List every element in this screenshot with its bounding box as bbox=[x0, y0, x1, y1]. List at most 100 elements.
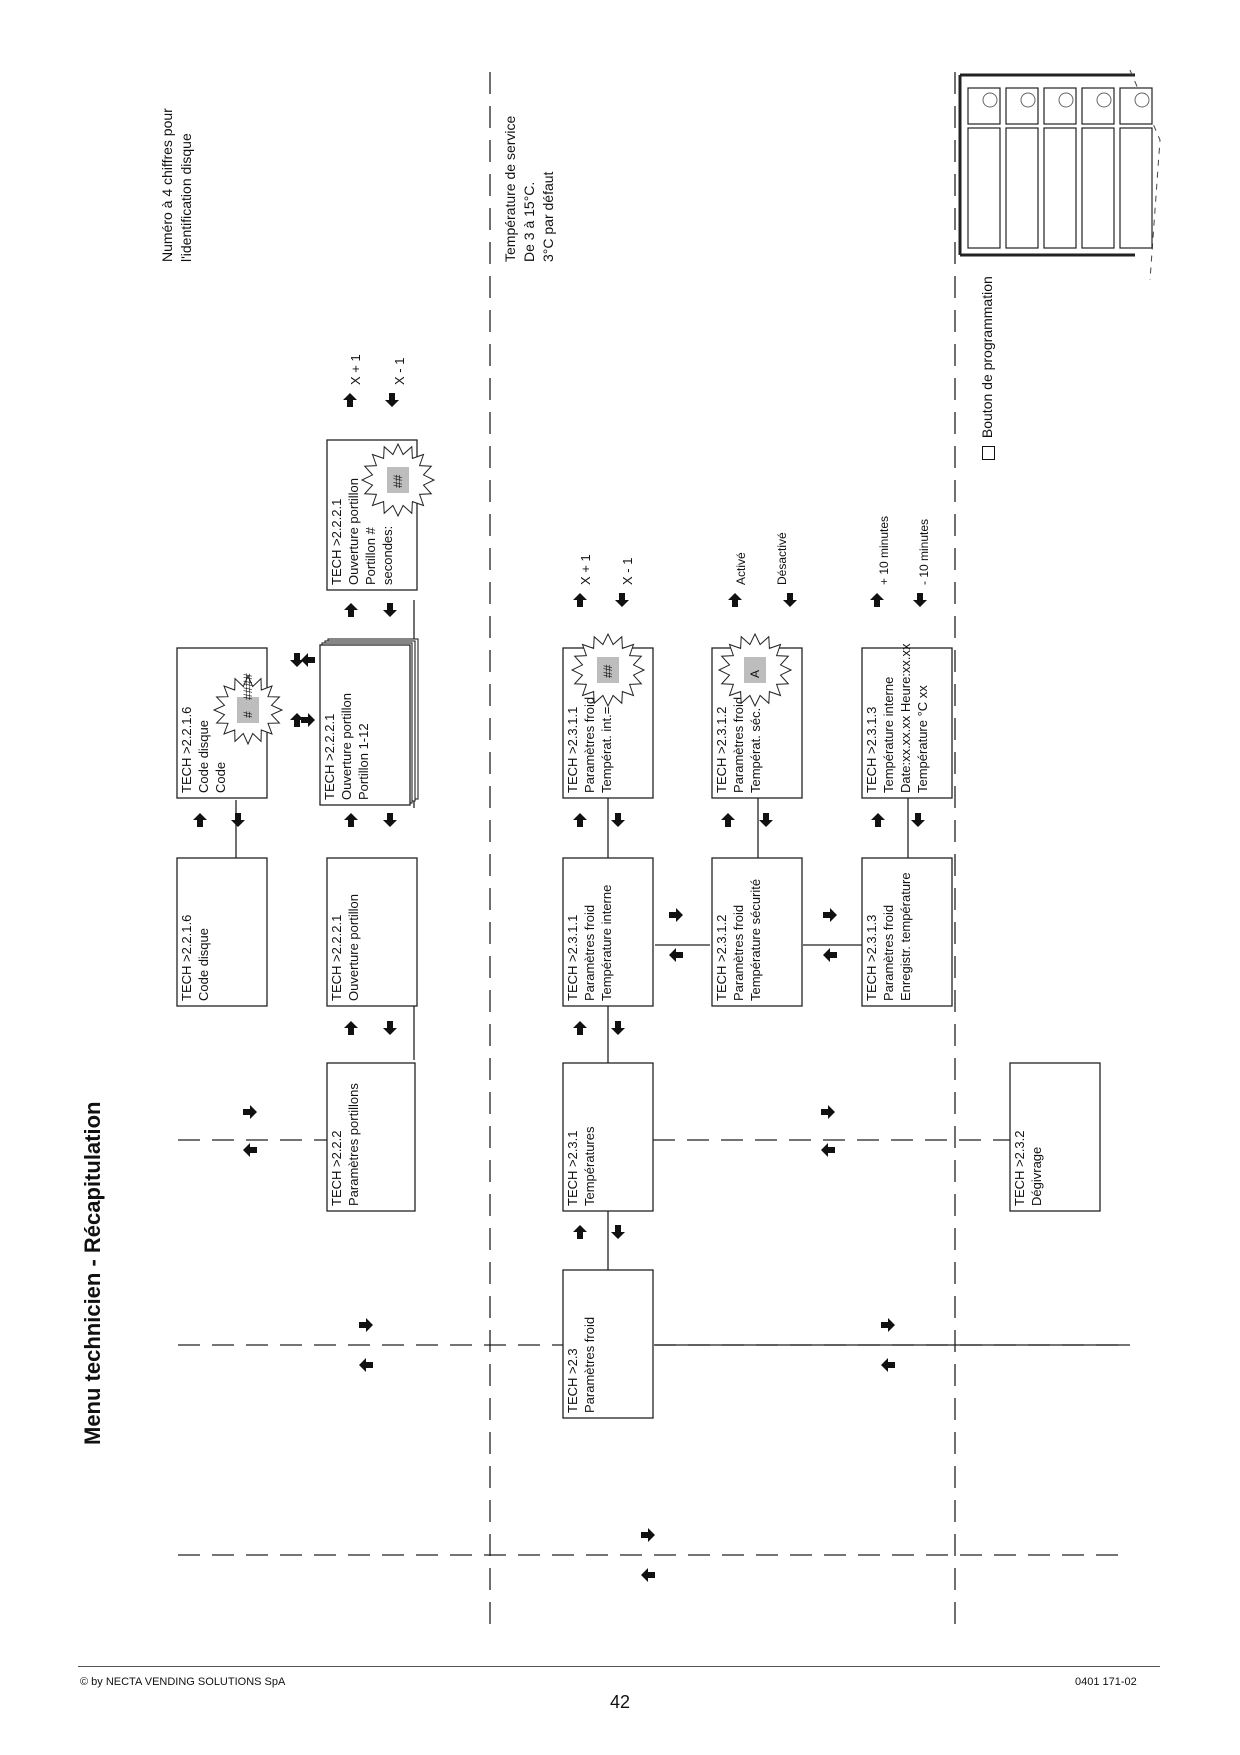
menu-box-line: Paramètres froid bbox=[731, 697, 746, 793]
arrow-down-icon bbox=[611, 1021, 625, 1035]
menu-box-line: TECH >2.3 bbox=[565, 1348, 580, 1413]
arrow-up-icon bbox=[573, 1225, 587, 1239]
arrow-shape bbox=[641, 1528, 655, 1542]
arrow-shape bbox=[383, 813, 397, 827]
menu-box-line: Paramètres froid bbox=[881, 905, 896, 1001]
label-minus-one: X - 1 bbox=[620, 558, 635, 585]
arrow-shape bbox=[669, 908, 683, 922]
arrow-up-icon bbox=[573, 813, 587, 827]
arrow-down-icon bbox=[385, 393, 399, 407]
arrow-up-icon bbox=[721, 813, 735, 827]
seconds-burst: ## bbox=[360, 442, 436, 518]
arrow-shape bbox=[344, 813, 358, 827]
arrow-shape bbox=[669, 948, 683, 962]
menu-box-line: TECH >2.2.2.1 bbox=[329, 915, 344, 1001]
arrow-right-icon bbox=[669, 908, 683, 922]
menu-box-line: TECH >2.3.1.2 bbox=[714, 915, 729, 1001]
arrow-down-icon bbox=[615, 593, 629, 607]
menu-box-frame bbox=[562, 1062, 654, 1212]
burst-value: # bbox=[241, 711, 255, 718]
keypad-key-body bbox=[967, 127, 1001, 249]
menu-box-line: Paramètres froid bbox=[582, 1317, 597, 1413]
menu-box-line: TECH >2.3.1.3 bbox=[864, 707, 879, 793]
arrow-up-icon bbox=[343, 393, 357, 407]
burst-value: A bbox=[748, 670, 762, 678]
menu-box-line: Portillon 1-12 bbox=[356, 723, 371, 800]
arrow-shape bbox=[881, 1318, 895, 1332]
arrow-down-icon bbox=[759, 813, 773, 827]
arrow-shape bbox=[385, 393, 399, 407]
menu-box-line: Code disque bbox=[196, 720, 211, 793]
arrow-right-icon bbox=[641, 1528, 655, 1542]
arrow-shape bbox=[881, 1358, 895, 1372]
arrow-shape bbox=[383, 1021, 397, 1035]
arrow-shape bbox=[611, 1021, 625, 1035]
arrow-right-icon bbox=[359, 1318, 373, 1332]
arrow-shape bbox=[821, 1105, 835, 1119]
arrow-left-icon bbox=[359, 1358, 373, 1372]
arrow-down-icon bbox=[611, 1225, 625, 1239]
menu-box-line: Date:xx.xx.xx Heure:xx.xx bbox=[898, 643, 913, 793]
menu-box-frame bbox=[861, 857, 953, 1007]
keypad-led bbox=[1020, 92, 1036, 108]
arrow-shape bbox=[573, 593, 587, 607]
arrow-shape bbox=[823, 908, 837, 922]
keypad-led bbox=[982, 92, 998, 108]
menu-box-line: TECH >2.2.2.1 bbox=[329, 499, 344, 585]
keypad-key bbox=[1005, 87, 1039, 125]
arrow-shape bbox=[913, 593, 927, 607]
menu-box-line: Ouverture portillon bbox=[346, 894, 361, 1001]
menu-box-line: Température sécurité bbox=[748, 879, 763, 1001]
menu-box-line: TECH >2.3.1.1 bbox=[565, 915, 580, 1001]
arrow-left-icon bbox=[821, 1143, 835, 1157]
menu-box-line: Températ. int.= bbox=[599, 707, 614, 793]
label-inactive: Désactivé bbox=[775, 532, 789, 585]
menu-box-line: TECH >2.2.1.6 bbox=[179, 915, 194, 1001]
menu-box-line: Portillon # bbox=[363, 526, 378, 585]
arrow-up-icon bbox=[871, 813, 885, 827]
arrow-shape bbox=[641, 1568, 655, 1582]
menu-box-frame bbox=[861, 647, 953, 799]
arrow-shape bbox=[193, 813, 207, 827]
arrow-shape bbox=[611, 1225, 625, 1239]
arrow-shape bbox=[243, 1143, 257, 1157]
arrow-up-icon bbox=[193, 813, 207, 827]
keypad-key-body bbox=[1043, 127, 1077, 249]
arrow-down-icon bbox=[611, 813, 625, 827]
arrow-right-icon bbox=[823, 908, 837, 922]
arrow-down-icon bbox=[383, 813, 397, 827]
label-active: Activé bbox=[734, 552, 748, 585]
arrow-shape bbox=[783, 593, 797, 607]
arrow-left-icon bbox=[881, 1358, 895, 1372]
keypad-key-body bbox=[1119, 127, 1153, 249]
arrow-shape bbox=[821, 1143, 835, 1157]
arrow-shape bbox=[573, 1021, 587, 1035]
arrow-left-icon bbox=[669, 948, 683, 962]
menu-box-line: Température interne bbox=[881, 677, 896, 793]
label-plus-one: X + 1 bbox=[578, 554, 593, 585]
burst-value: ## bbox=[391, 474, 405, 488]
arrow-shape bbox=[383, 603, 397, 617]
menu-box-line: Température °C xx bbox=[915, 685, 930, 793]
arrow-up-icon bbox=[573, 593, 587, 607]
arrow-up-icon bbox=[728, 593, 742, 607]
code-value: #### bbox=[241, 673, 255, 700]
menu-box-line: Ouverture portillon bbox=[339, 693, 354, 800]
arrow-down-icon bbox=[231, 813, 245, 827]
arrow-shape bbox=[911, 813, 925, 827]
keypad-key-body bbox=[1005, 127, 1039, 249]
arrow-shape bbox=[823, 948, 837, 962]
arrow-left-icon bbox=[641, 1568, 655, 1582]
arrow-up-icon bbox=[290, 713, 304, 727]
code-burst: # bbox=[212, 674, 284, 746]
arrow-right-icon bbox=[821, 1105, 835, 1119]
menu-box-frame bbox=[326, 1062, 416, 1212]
keypad-key bbox=[967, 87, 1001, 125]
keypad-key bbox=[1119, 87, 1153, 125]
arrow-left-icon bbox=[243, 1143, 257, 1157]
arrow-down-icon bbox=[911, 813, 925, 827]
